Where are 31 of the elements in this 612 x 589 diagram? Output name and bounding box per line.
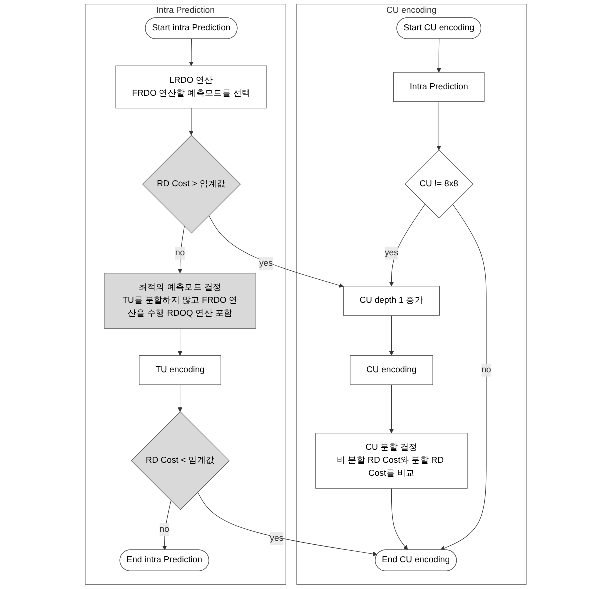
- node-box: CU depth 1 증가: [343, 286, 440, 316]
- arrow: [389, 384, 394, 434]
- arrow: [162, 500, 172, 550]
- node-box: CU 분할 결정 비 분할 RD Cost와 분할 RD Cost를 비교: [316, 433, 468, 489]
- node-box: LRDO 연산 FRDO 연산할 예측모드를 선택: [116, 66, 268, 109]
- arrow: [391, 488, 408, 550]
- edge-label: no: [160, 525, 170, 534]
- edge-label: yes: [384, 248, 398, 258]
- arrow: [189, 108, 194, 136]
- node-box: CU encoding: [350, 355, 434, 386]
- edge-label: yes: [259, 259, 273, 268]
- arrow: [198, 492, 378, 556]
- node-box: TU encoding: [139, 355, 222, 386]
- node-diamond: RD Cost > 임계값: [142, 135, 242, 234]
- node-box: 최적의 예측모드 결정 TU를 분할하지 않고 FRDO 연산을 수행 RDOQ 연산 포함: [104, 273, 256, 329]
- arrow: [436, 102, 442, 151]
- node-diamond: CU != 8x8: [404, 150, 474, 219]
- arrow: [178, 328, 183, 356]
- arrow: [189, 39, 194, 66]
- arrow: [178, 226, 185, 274]
- edge-label: no: [175, 248, 186, 258]
- node-diamond: RD Cost < 임계값: [131, 412, 230, 510]
- edge-label: no: [482, 365, 492, 375]
- arrow: [389, 315, 394, 356]
- node-box: Intra Prediction: [393, 72, 485, 102]
- edge-label: yes: [270, 534, 284, 544]
- arrow: [389, 204, 426, 287]
- arrow: [178, 384, 183, 412]
- arrow: [440, 204, 487, 551]
- arrow: [208, 215, 344, 288]
- arrow: [436, 39, 442, 73]
